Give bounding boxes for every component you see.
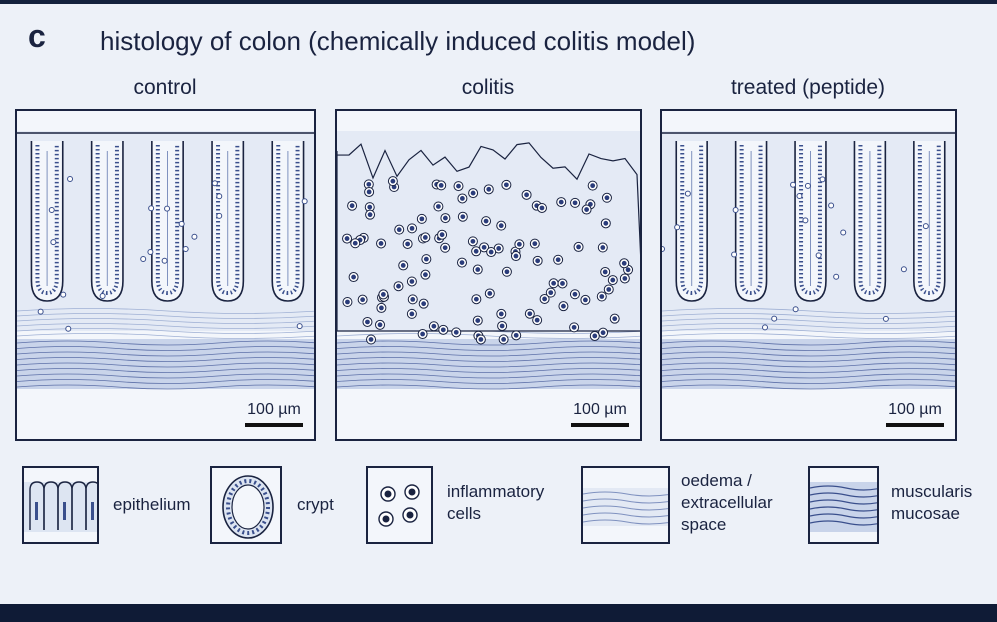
panel-treated: 100 µm — [660, 109, 957, 441]
panel-colitis: 100 µm — [335, 109, 642, 441]
crypt-group — [17, 132, 314, 332]
label-control: control — [133, 76, 197, 99]
figure-title: histology of colon (chemically induced c… — [100, 26, 696, 56]
scale-bar-colitis: 100 µm — [565, 401, 635, 427]
legend-crypt: crypt — [297, 495, 334, 514]
inflammatory-cells-icon — [366, 466, 433, 544]
panel-letter: c — [28, 18, 46, 54]
treated-histology-drawing — [662, 111, 955, 439]
scale-text: 100 µm — [247, 401, 301, 418]
epithelium-icon — [22, 466, 99, 544]
crypt-icon — [210, 466, 282, 544]
label-colitis: colitis — [461, 76, 515, 99]
top-border — [0, 0, 997, 4]
label-treated: treated (peptide) — [730, 76, 886, 99]
scale-bar-control: 100 µm — [239, 401, 309, 427]
panel-control: 100 µm — [15, 109, 316, 441]
control-histology-drawing — [17, 111, 314, 439]
crypt-group — [662, 132, 955, 331]
muscularis-icon — [808, 466, 879, 544]
bottom-border — [0, 604, 997, 622]
colitis-histology-drawing — [337, 111, 640, 439]
legend-epithelium: epithelium — [113, 495, 191, 514]
inflamed-mucosa — [337, 142, 640, 345]
scale-bar-treated: 100 µm — [880, 401, 950, 427]
scale-text: 100 µm — [888, 401, 942, 418]
scale-text: 100 µm — [573, 401, 627, 418]
oedema-icon — [581, 466, 670, 544]
